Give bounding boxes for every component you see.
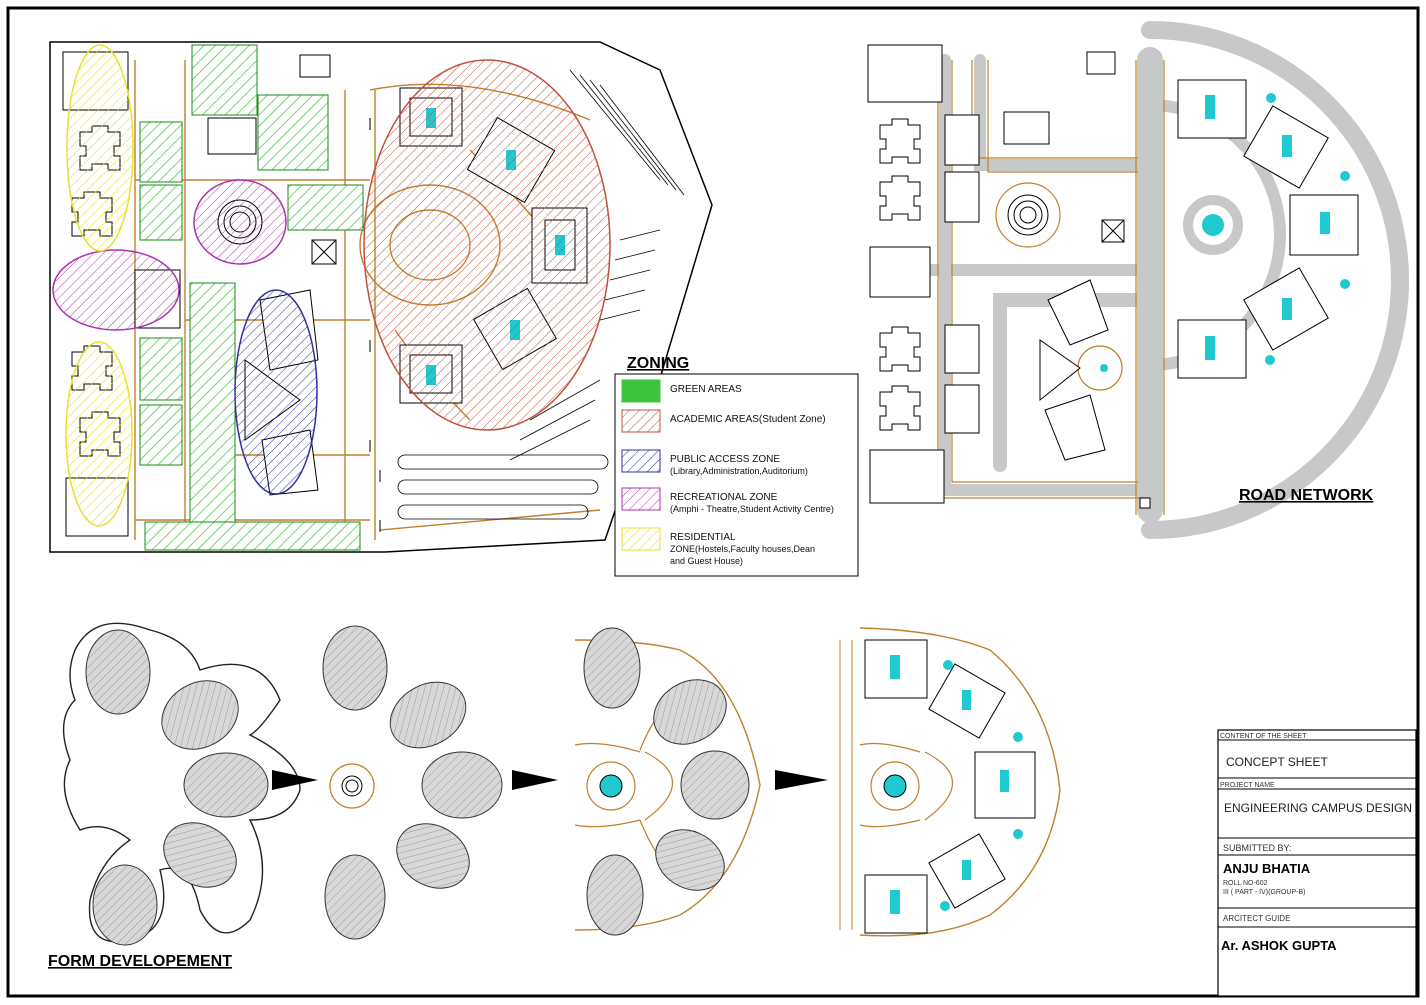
sheet-border xyxy=(6,6,1420,998)
form-stage-4 xyxy=(839,627,1061,937)
legend-label-4-1: ZONE(Hostels,Faculty houses,Dean xyxy=(670,544,815,554)
road-network-plan: ROAD NETWORK xyxy=(867,21,1409,539)
class-group: III ( PART - IV)(GROUP-B) xyxy=(1223,889,1305,896)
zoning-title: ZONING xyxy=(627,355,689,372)
content-value: CONCEPT SHEET xyxy=(1226,755,1328,769)
legend-label-2-0: PUBLIC ACCESS ZONE xyxy=(670,454,780,465)
legend-swatch-2 xyxy=(621,449,661,473)
road-arrows xyxy=(369,118,381,532)
gate-box xyxy=(1139,497,1151,509)
road-buildings xyxy=(867,44,1125,504)
project-value: ENGINEERING CAMPUS DESIGN xyxy=(1224,801,1412,815)
parking-areas xyxy=(397,69,685,520)
form-arrow-3 xyxy=(775,770,828,790)
submitted-label: SUBMITTED BY: xyxy=(1223,843,1292,853)
form-stage-1 xyxy=(62,622,301,946)
title-block: CONTENT OF THE SHEET CONCEPT SHEET PROJE… xyxy=(1217,729,1417,997)
recreational-zone-sac xyxy=(52,249,180,331)
recreational-zone-amphi xyxy=(193,179,287,265)
content-label: CONTENT OF THE SHEET xyxy=(1220,733,1307,740)
form-stage-2 xyxy=(322,625,503,940)
legend-label-3-1: (Amphi - Theatre,Student Activity Centre… xyxy=(670,504,834,514)
legend-swatch-4 xyxy=(621,527,661,551)
green-areas xyxy=(139,44,364,551)
legend-label-1-0: ACADEMIC AREAS(Student Zone) xyxy=(670,414,826,425)
road-public-buildings xyxy=(1039,279,1109,461)
roads xyxy=(924,21,1409,539)
legend-label-4-0: RESIDENTIAL xyxy=(670,532,736,543)
form-stage-3 xyxy=(574,627,761,936)
form-arrow-1 xyxy=(272,770,318,790)
form-development: FORM DEVELOPEMENT xyxy=(48,622,1061,970)
guide-name: Ar. ASHOK GUPTA xyxy=(1221,938,1337,953)
legend-label-0-0: GREEN AREAS xyxy=(670,384,742,395)
legend-label-4-2: and Guest House) xyxy=(670,556,743,566)
form-arrow-2 xyxy=(512,770,558,790)
road-hostels xyxy=(879,118,921,431)
zoning-site-plan xyxy=(49,41,713,553)
guide-label: ARCITECT GUIDE xyxy=(1223,914,1290,923)
project-label: PROJECT NAME xyxy=(1220,782,1275,789)
academic-zone xyxy=(363,59,611,431)
form-development-title: FORM DEVELOPEMENT xyxy=(48,953,232,970)
zoning-legend: ZONING GREEN AREAS ACADEMIC AREAS(Student… xyxy=(614,355,859,577)
road-amphi xyxy=(1007,194,1049,236)
roll-number: ROLL NO-602 xyxy=(1223,880,1268,887)
legend-swatch-1 xyxy=(621,409,661,433)
legend-label-3-0: RECREATIONAL ZONE xyxy=(670,492,778,503)
legend-label-2-1: (Library,Administration,Auditorium) xyxy=(670,466,808,476)
residential-zone-south xyxy=(65,341,133,527)
public-access-zone xyxy=(234,289,318,495)
fountain-small xyxy=(1100,364,1108,372)
road-network-title: ROAD NETWORK xyxy=(1239,487,1374,504)
road-cores xyxy=(1202,93,1350,365)
residential-zone-north xyxy=(66,44,134,252)
submitted-name: ANJU BHATIA xyxy=(1223,861,1311,876)
legend-swatch-0 xyxy=(621,379,661,403)
legend-swatch-3 xyxy=(621,487,661,511)
